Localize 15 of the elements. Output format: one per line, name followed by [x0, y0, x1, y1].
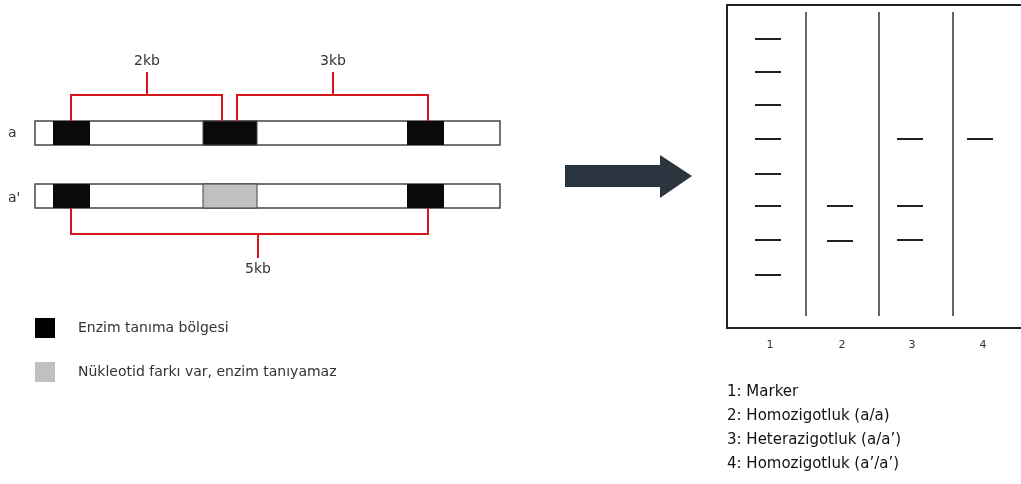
lane-key-text: 4: Homozigotluk (a’/a’) [727, 454, 900, 472]
lane-number: 3 [908, 338, 916, 352]
lane-key-text: 2: Homozigotluk (a/a) [727, 406, 890, 424]
fragment-size-label: 3kb [320, 52, 346, 69]
legend-text: Nükleotid farkı var, enzim tanıyamaz [78, 363, 337, 380]
allele-label: a' [8, 189, 21, 206]
lane-number: 2 [838, 338, 846, 352]
lane-key-text: 1: Marker [727, 382, 799, 400]
fragment-size-label: 5kb [245, 260, 271, 277]
fragment-size-label: 2kb [134, 52, 160, 69]
legend-text: Enzim tanıma bölgesi [78, 319, 229, 336]
lane-number: 4 [979, 338, 987, 352]
lane-key-text: 3: Heterazigotluk (a/a’) [727, 430, 901, 448]
allele-label: a [8, 124, 17, 141]
lane-number: 1 [766, 338, 774, 352]
